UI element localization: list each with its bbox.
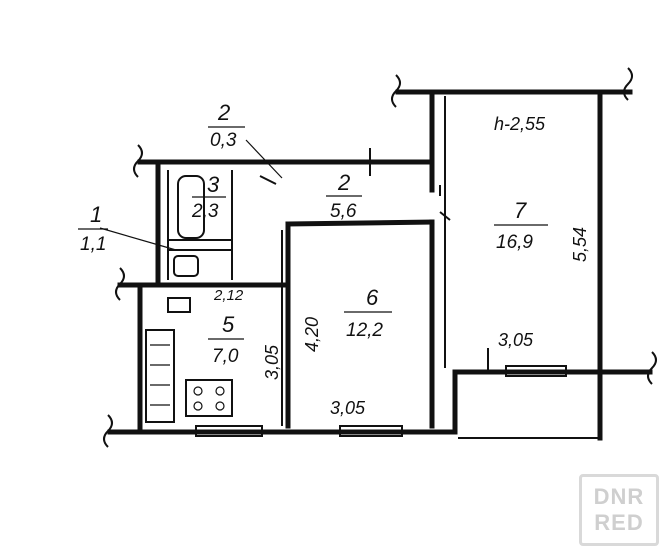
room-2a-number: 2	[217, 100, 230, 125]
room6-length: 4,20	[302, 317, 322, 352]
leader-line-1	[99, 227, 177, 251]
walls	[107, 89, 653, 441]
room-3-area: 2,3	[191, 201, 219, 222]
bathtub	[177, 175, 205, 239]
room-6-number: 6	[366, 285, 379, 310]
watermark-logo: DNR RED	[579, 474, 659, 546]
ceiling-height: h-2,55	[494, 114, 546, 134]
room-2b-area: 5,6	[330, 201, 357, 222]
dimension-labels: h-2,55 5,54 3,05 4,20 3,05 3,05 2,12	[213, 114, 590, 418]
break-marks	[103, 67, 657, 448]
leader-line	[245, 139, 283, 179]
windows	[195, 365, 567, 437]
room-2a-area: 0,3	[210, 130, 237, 151]
watermark-line-1: DNR	[593, 484, 645, 509]
kitchen-length: 3,05	[262, 344, 282, 380]
kitchen-counter	[145, 329, 175, 423]
room-5-area: 7,0	[212, 346, 239, 367]
room-7-area: 16,9	[496, 232, 533, 253]
room7-width: 3,05	[498, 330, 534, 350]
room-7-number: 7	[514, 198, 527, 223]
room-3-number: 3	[207, 172, 220, 197]
dimension-ticks	[259, 148, 489, 372]
watermark-line-2: RED	[594, 510, 644, 535]
room6-width: 3,05	[330, 398, 366, 418]
room7-length: 5,54	[570, 227, 590, 262]
stove	[185, 379, 233, 417]
room-5-number: 5	[222, 312, 235, 337]
room-6-area: 12,2	[346, 320, 383, 341]
fixtures	[145, 175, 233, 423]
room-1-number: 1	[90, 202, 102, 227]
room-labels: 2 0,3 3 2,3 1 1,1 2 5,6 5 7,0 6 12,2 7 1…	[78, 100, 548, 367]
room-2b-number: 2	[337, 170, 350, 195]
room-1-area: 1,1	[80, 234, 106, 255]
kitchen-width: 2,12	[213, 287, 244, 304]
toilet	[173, 255, 199, 277]
